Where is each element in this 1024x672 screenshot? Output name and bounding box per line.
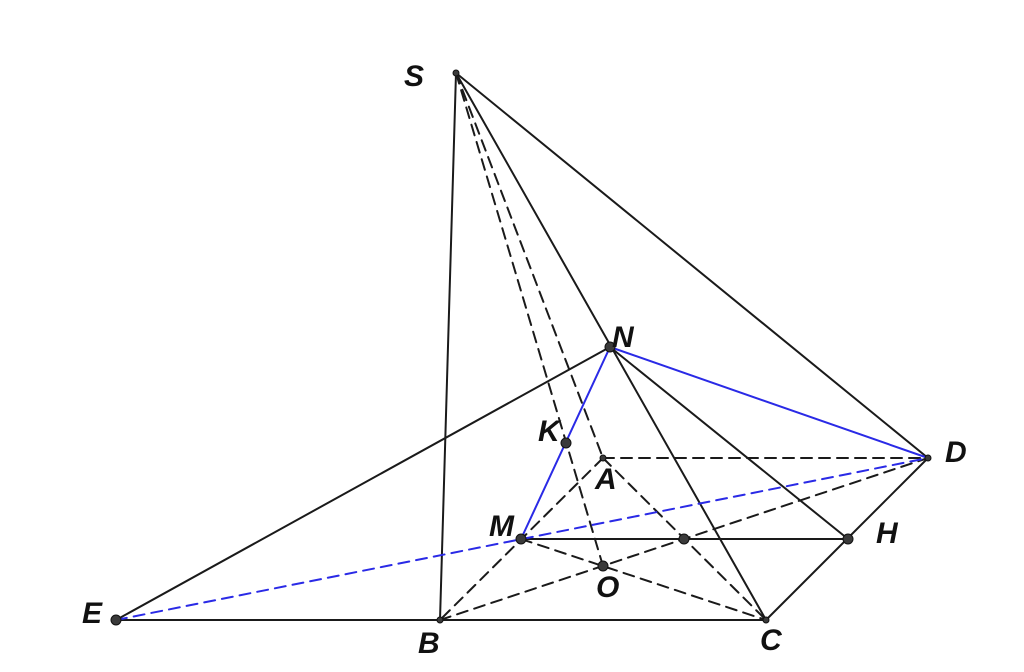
point-labels: S N K A D M H O E B C — [82, 60, 967, 660]
point-K — [560, 437, 572, 449]
point-midpoint — [678, 533, 690, 545]
point-A — [599, 454, 607, 462]
label-O: O — [596, 571, 619, 604]
edge-SO — [455, 72, 604, 567]
label-A: A — [594, 463, 617, 496]
label-N: N — [612, 321, 635, 354]
point-B — [436, 616, 444, 624]
point-O — [597, 560, 609, 572]
label-H: H — [876, 517, 899, 550]
label-S: S — [404, 60, 424, 93]
point-C — [762, 616, 770, 624]
label-E: E — [82, 597, 103, 630]
label-K: K — [538, 415, 562, 448]
edge-ND — [609, 346, 929, 459]
point-S — [452, 69, 460, 77]
edge-NH — [609, 346, 849, 540]
point-E — [110, 614, 122, 626]
label-D: D — [945, 436, 967, 469]
point-H — [842, 533, 854, 545]
label-C: C — [760, 624, 783, 657]
label-M: M — [489, 510, 515, 543]
label-B: B — [418, 627, 440, 660]
edge-EN — [115, 346, 611, 621]
points — [110, 69, 932, 626]
edge-SB — [439, 72, 457, 621]
point-D — [924, 454, 932, 462]
edge-SA — [455, 72, 604, 459]
point-M — [515, 533, 527, 545]
point-N — [604, 341, 616, 353]
edge-MC — [520, 538, 767, 621]
edge-SD — [455, 72, 929, 459]
